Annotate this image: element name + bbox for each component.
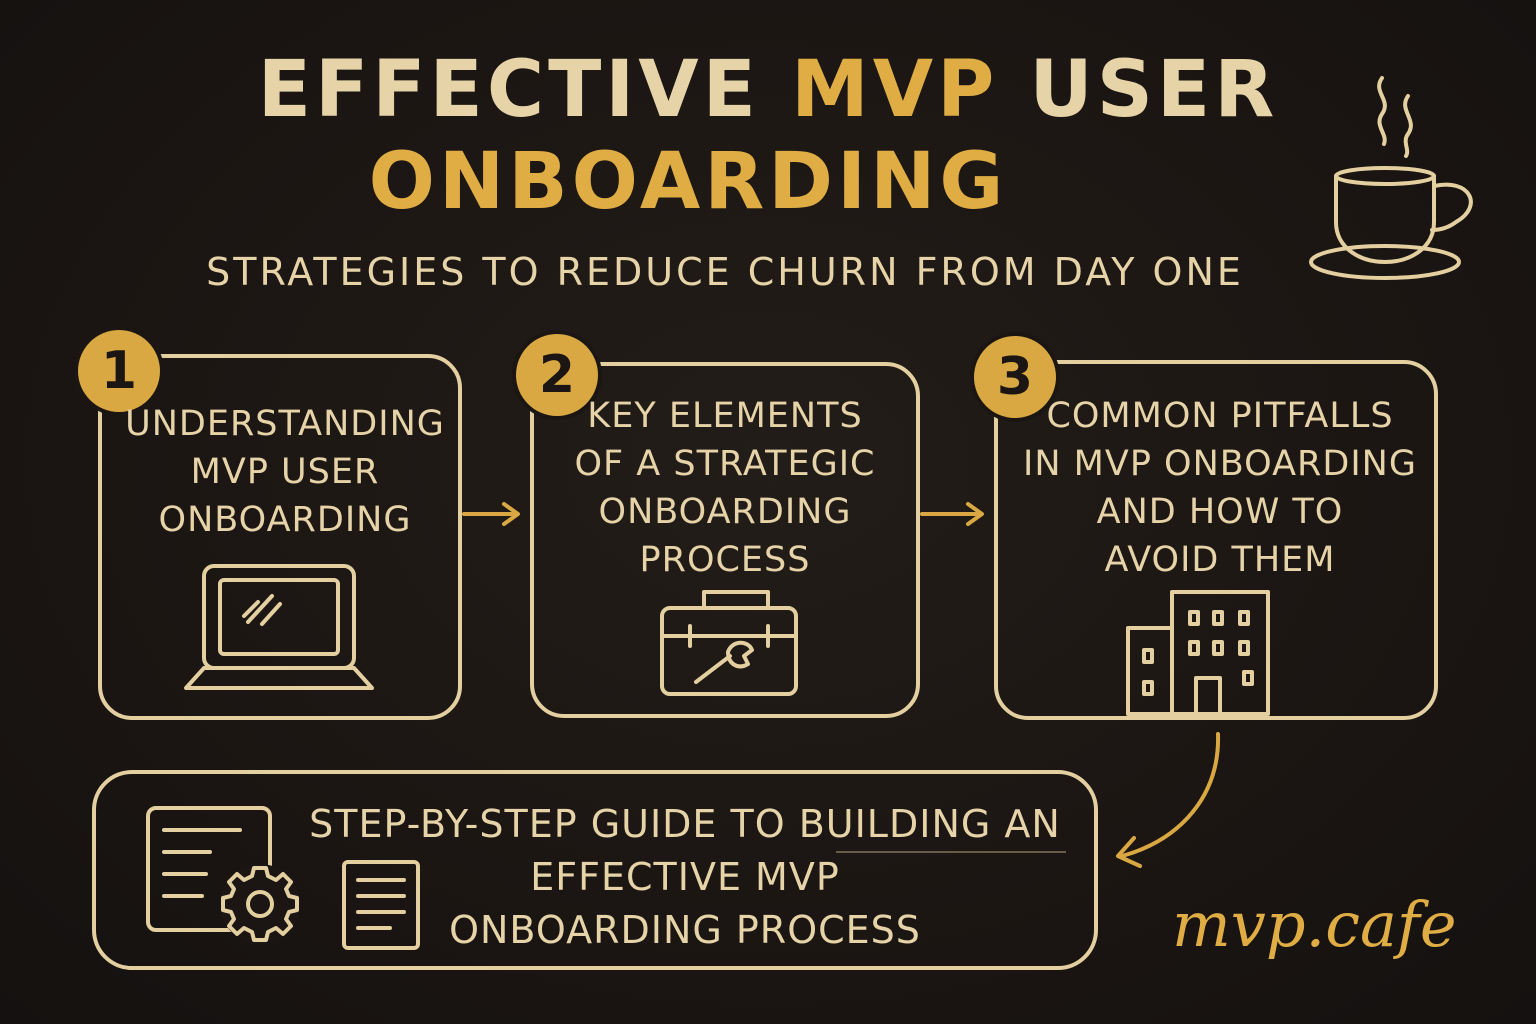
step-3-line-2: in MVP onboarding bbox=[1023, 444, 1417, 484]
document-icon bbox=[342, 860, 420, 950]
step-card-1 bbox=[98, 354, 462, 720]
step-2-line-4: process bbox=[639, 540, 811, 580]
step-1-line-2: MVP user bbox=[190, 452, 380, 492]
step-text-1: Understanding MVP user onboarding bbox=[110, 400, 460, 544]
settings-window-icon bbox=[146, 806, 300, 944]
step-3-line-1: Common pitfalls bbox=[1046, 396, 1394, 436]
guide-line-3: onboarding process bbox=[449, 908, 921, 952]
step-text-2: Key elements of a strategic onboarding p… bbox=[545, 392, 905, 584]
coffee-cup-icon bbox=[1309, 76, 1473, 280]
title-highlight: MVP bbox=[791, 45, 999, 135]
title-part-1: Effective bbox=[257, 45, 792, 135]
step-card-2 bbox=[530, 362, 920, 718]
step-2-line-1: Key elements bbox=[587, 396, 863, 436]
step-1-line-3: onboarding bbox=[158, 500, 412, 540]
step-3-line-3: and how to bbox=[1096, 492, 1344, 532]
laptop-icon bbox=[184, 564, 374, 690]
step-card-3 bbox=[994, 360, 1438, 720]
step-badge-2: 2 bbox=[516, 334, 598, 416]
guide-line-1: Step-by-step guide to building an bbox=[309, 802, 1061, 846]
page-title: Effective MVP User Onboarding bbox=[0, 44, 1536, 228]
guide-card bbox=[92, 770, 1098, 970]
title-part-2: User bbox=[998, 45, 1279, 135]
arrow-step1-to-step2 bbox=[462, 502, 520, 526]
subtitle: Strategies to reduce churn from day one bbox=[206, 250, 1244, 294]
step-2-line-3: onboarding bbox=[598, 492, 852, 532]
guide-line-2: effective MVP bbox=[530, 855, 840, 899]
step-3-line-4: avoid them bbox=[1104, 540, 1336, 580]
arrow-step3-to-guide bbox=[1116, 732, 1221, 868]
brand-logo: mvp.cafe bbox=[1172, 888, 1457, 961]
step-text-3: Common pitfalls in MVP onboarding and ho… bbox=[1010, 392, 1430, 584]
arrow-step2-to-step3 bbox=[920, 502, 984, 526]
step-badge-3: 3 bbox=[974, 336, 1056, 418]
building-icon bbox=[1126, 590, 1270, 716]
step-badge-1: 1 bbox=[78, 330, 160, 412]
toolbox-icon bbox=[660, 590, 798, 696]
step-1-line-1: Understanding bbox=[125, 404, 445, 444]
step-2-line-2: of a strategic bbox=[574, 444, 876, 484]
guide-text: Step-by-step guide to building an effect… bbox=[270, 798, 1100, 957]
title-line-2: Onboarding bbox=[368, 137, 1008, 227]
